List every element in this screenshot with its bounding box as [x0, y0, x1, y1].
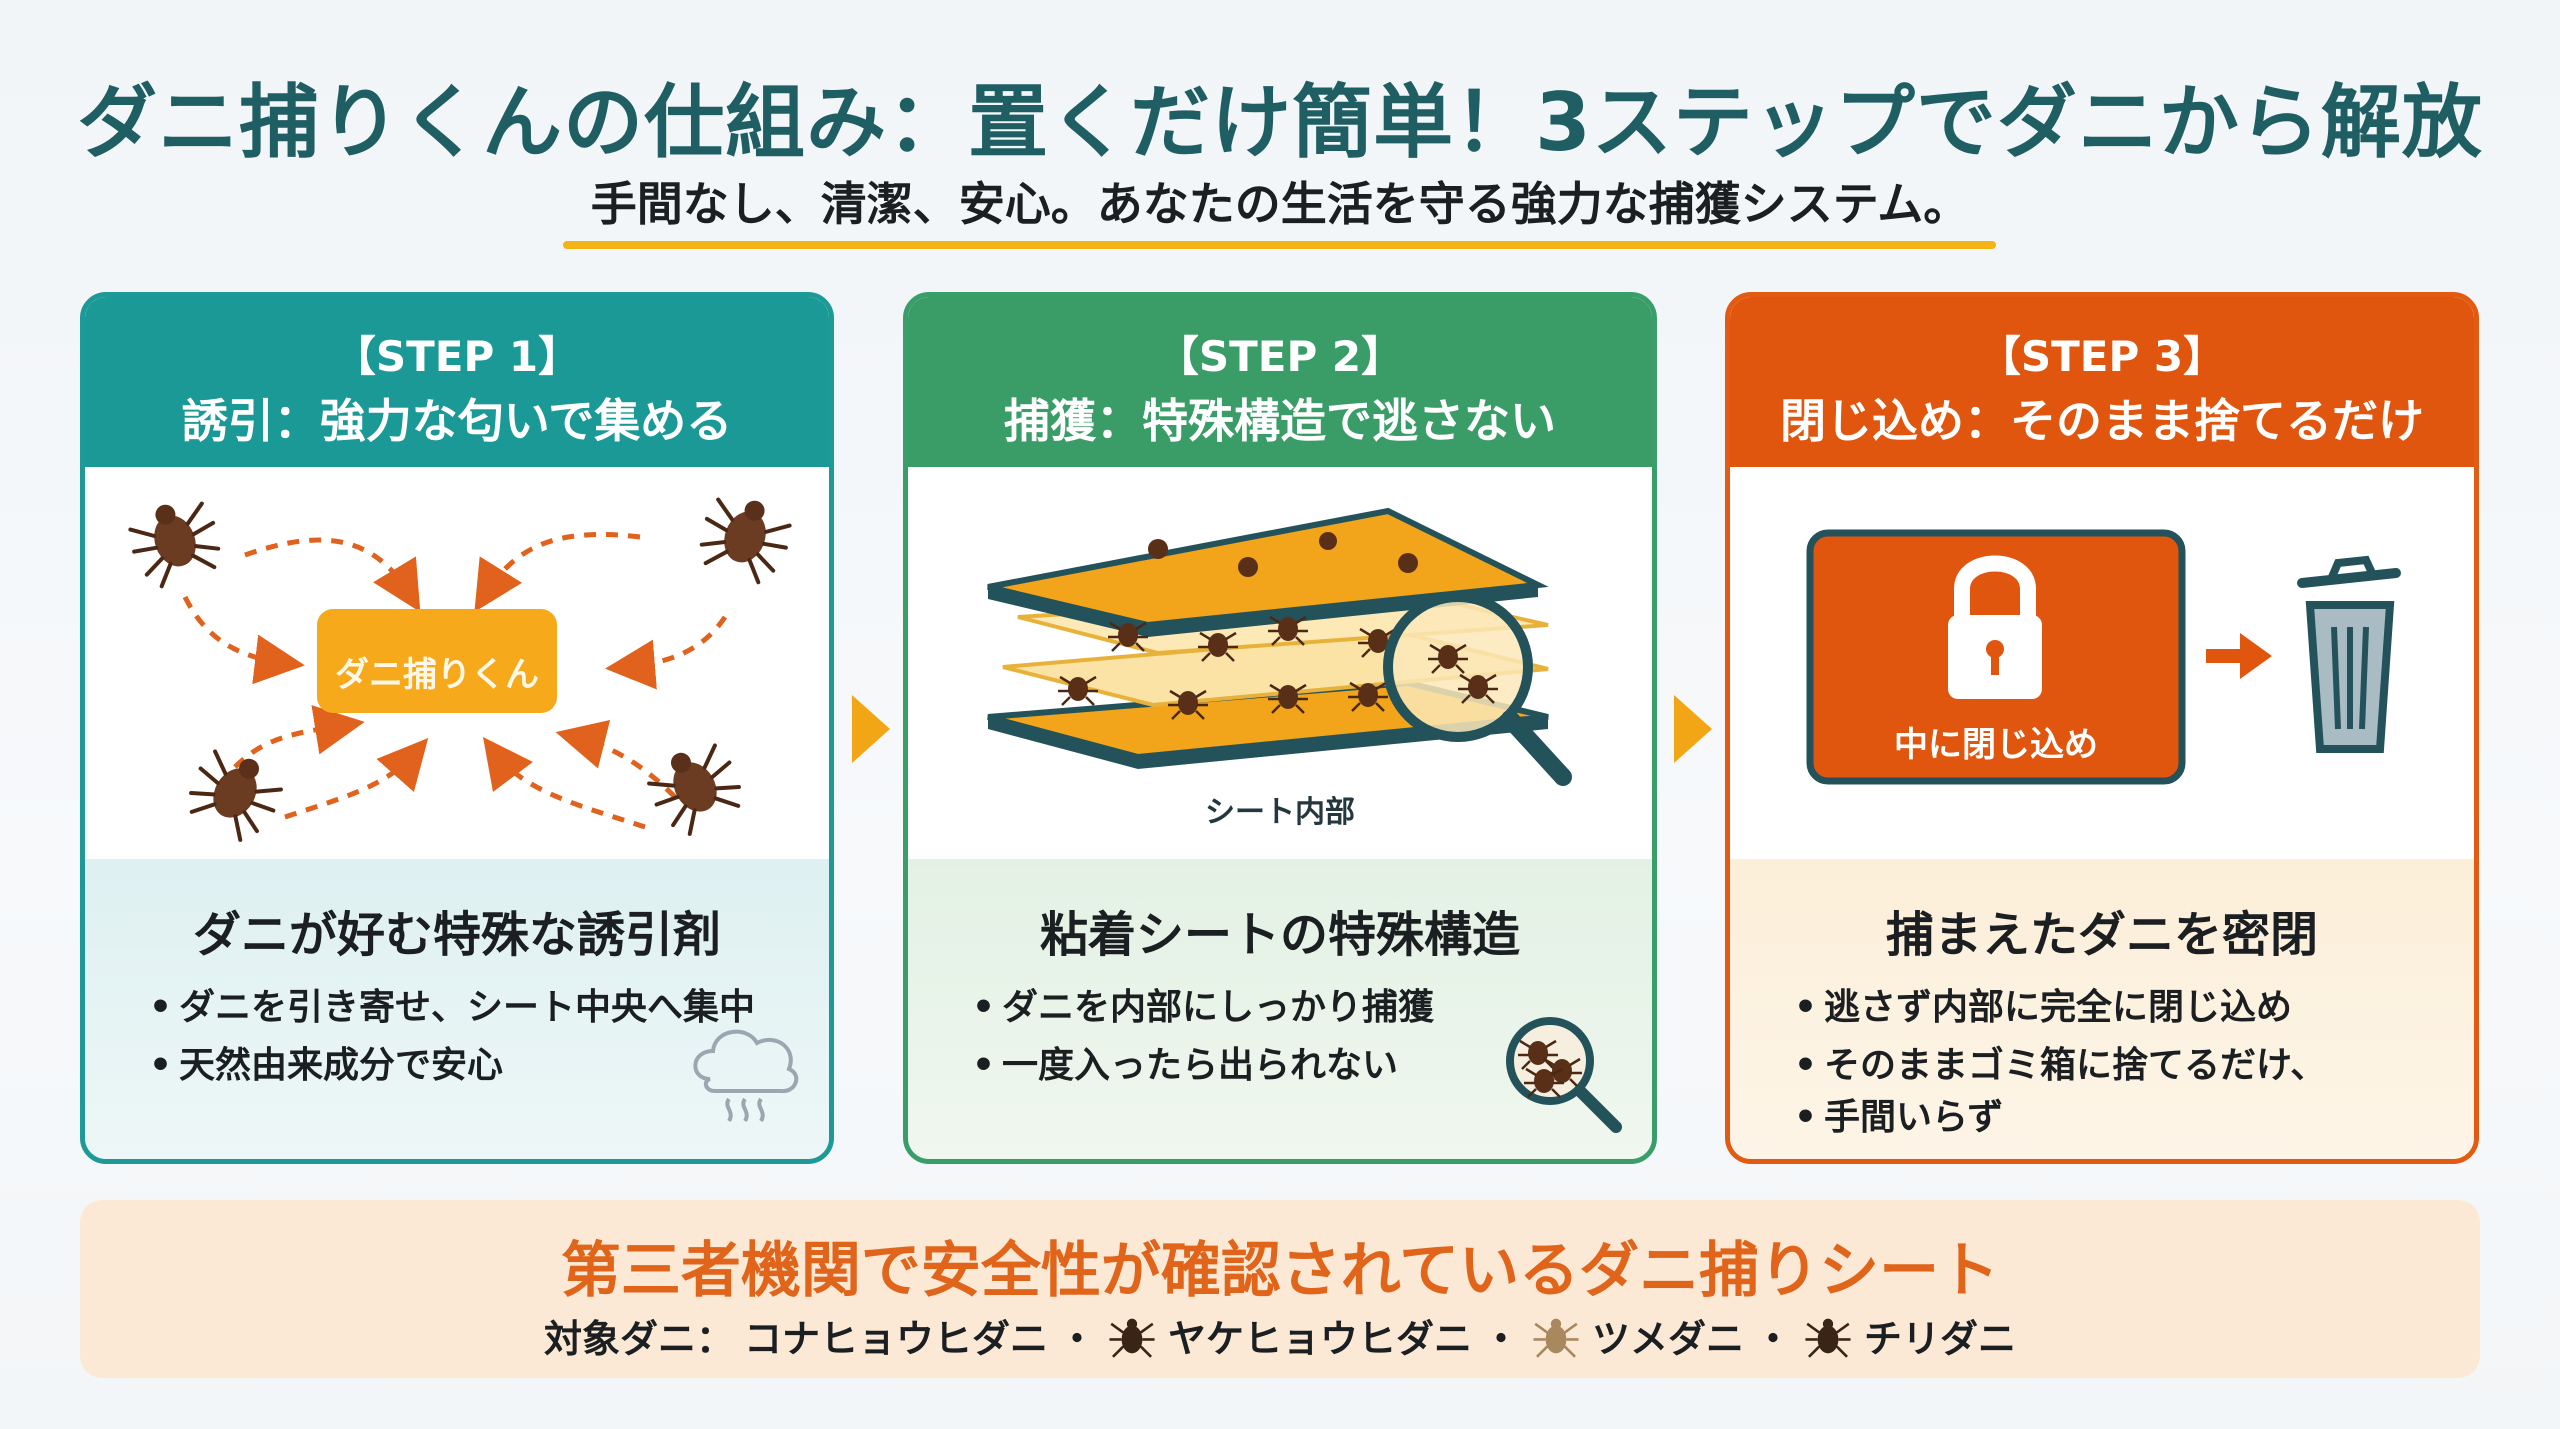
- step-header-1: 【STEP 1】 誘引：強力な匂いで集める: [85, 297, 829, 467]
- bullet-item: 天然由来成分で安心: [145, 1037, 765, 1095]
- separator: ・: [1057, 1317, 1096, 1361]
- magnifier-icon: [1506, 1017, 1622, 1133]
- trash-can-icon: [2297, 555, 2401, 753]
- mite-icon: [637, 731, 753, 843]
- detail-title: 粘着シートの特殊構造: [1039, 907, 1520, 963]
- seal-svg: [1806, 529, 2401, 785]
- target-mites: 対象ダニ： コナヒョウヒダニ ・ ヤケヒョウヒダニ ・ ツメダニ ・ チリダニ: [80, 1308, 2480, 1363]
- sheet-svg: [987, 507, 1572, 786]
- targets-label: 対象ダニ：: [543, 1317, 734, 1361]
- detail-title: 捕まえたダニを密閉: [1885, 907, 2318, 963]
- magnifier-icon: [1383, 592, 1572, 786]
- padlock-icon: [1948, 555, 2042, 699]
- page-title: ダニ捕りくんの仕組み：置くだけ簡単！3ステップでダニから解放: [77, 76, 2483, 169]
- bullet-item: ダニを内部にしっかり捕獲: [968, 979, 1588, 1037]
- mite-icon: [1805, 1318, 1851, 1358]
- step-number: 【STEP 1】: [333, 332, 581, 381]
- attraction-illustration: ダニ捕りくん: [85, 467, 829, 859]
- step-header-2: 【STEP 2】 捕獲：特殊構造で逃さない: [908, 297, 1652, 467]
- bullet-item-continued: 手間いらず: [1790, 1089, 2410, 1147]
- page-subtitle: 手間なし、清潔、安心。あなたの生活を守る強力な捕獲システム。: [590, 177, 1970, 231]
- step-header-3: 【STEP 3】 閉じ込め：そのまま捨てるだけ: [1730, 297, 2474, 467]
- arrow-icon: [852, 695, 890, 763]
- step-title: 閉じ込め：そのまま捨てるだけ: [1780, 394, 2424, 448]
- step-title: 捕獲：特殊構造で逃さない: [1004, 394, 1556, 448]
- attraction-svg: [120, 484, 800, 849]
- step-detail-3: 捕まえたダニを密閉 逃さず内部に完全に閉じ込め そのままゴミ箱に捨てるだけ、 手…: [1730, 859, 2474, 1159]
- step-detail-1: ダニが好む特殊な誘引剤 ダニを引き寄せ、シート中央へ集中 天然由来成分で安心: [85, 859, 829, 1159]
- footer-title: 第三者機関で安全性が確認されているダニ捕りシート: [560, 1236, 2000, 1306]
- step-detail-2: 粘着シートの特殊構造 ダニを内部にしっかり捕獲 一度入ったら出られない: [908, 859, 1652, 1159]
- bullet-item: 逃さず内部に完全に閉じ込め: [1790, 979, 2410, 1037]
- safety-footer: 第三者機関で安全性が確認されているダニ捕りシート 対象ダニ： コナヒョウヒダニ …: [80, 1200, 2480, 1378]
- arrow-icon: [1674, 695, 1712, 763]
- seal-label: 中に閉じ込め: [1894, 725, 2098, 765]
- arrow-icon: [2206, 633, 2272, 679]
- mite-icon: [1109, 1318, 1155, 1358]
- mite-icon: [177, 737, 293, 849]
- sheet-illustration: シート内部: [908, 467, 1652, 859]
- target-mite-name: チリダニ: [1864, 1317, 2017, 1361]
- separator: ・: [1754, 1317, 1793, 1361]
- detail-bullets: ダニを引き寄せ、シート中央へ集中 天然由来成分で安心: [145, 979, 765, 1095]
- target-mite-name: コナヒョウヒダニ: [743, 1317, 1048, 1361]
- title-underline: [563, 241, 1996, 249]
- detail-bullets: 逃さず内部に完全に閉じ込め そのままゴミ箱に捨てるだけ、 手間いらず: [1790, 979, 2410, 1147]
- dashed-arrows: [182, 532, 728, 830]
- detail-title: ダニが好む特殊な誘引剤: [192, 907, 721, 963]
- sheet-label: シート内部: [1205, 795, 1355, 830]
- step-card-3: 【STEP 3】 閉じ込め：そのまま捨てるだけ: [1725, 292, 2479, 1164]
- step-title: 誘引：強力な匂いで集める: [181, 394, 733, 448]
- target-mite-name: ツメダニ: [1592, 1317, 1745, 1361]
- separator: ・: [1482, 1317, 1521, 1361]
- mite-icon: [690, 484, 800, 590]
- step-number: 【STEP 3】: [1978, 332, 2226, 381]
- bullet-item: 一度入ったら出られない: [968, 1037, 1588, 1095]
- step-card-1: 【STEP 1】 誘引：強力な匂いで集める: [80, 292, 834, 1164]
- bullet-item: ダニを引き寄せ、シート中央へ集中: [145, 979, 765, 1037]
- mite-icon: [120, 488, 230, 594]
- step-card-2: 【STEP 2】 捕獲：特殊構造で逃さない: [903, 292, 1657, 1164]
- detail-bullets: ダニを内部にしっかり捕獲 一度入ったら出られない: [968, 979, 1588, 1095]
- seal-illustration: 中に閉じ込め: [1730, 467, 2474, 859]
- step-number: 【STEP 2】: [1156, 332, 1404, 381]
- device-box: [317, 609, 557, 713]
- mite-icon: [1533, 1318, 1579, 1358]
- target-mite-name: ヤケヒョウヒダニ: [1167, 1317, 1472, 1361]
- bullet-item: そのままゴミ箱に捨てるだけ、: [1790, 1037, 2410, 1095]
- scent-cloud-icon: [693, 1029, 799, 1123]
- device-label: ダニ捕りくん: [335, 655, 539, 695]
